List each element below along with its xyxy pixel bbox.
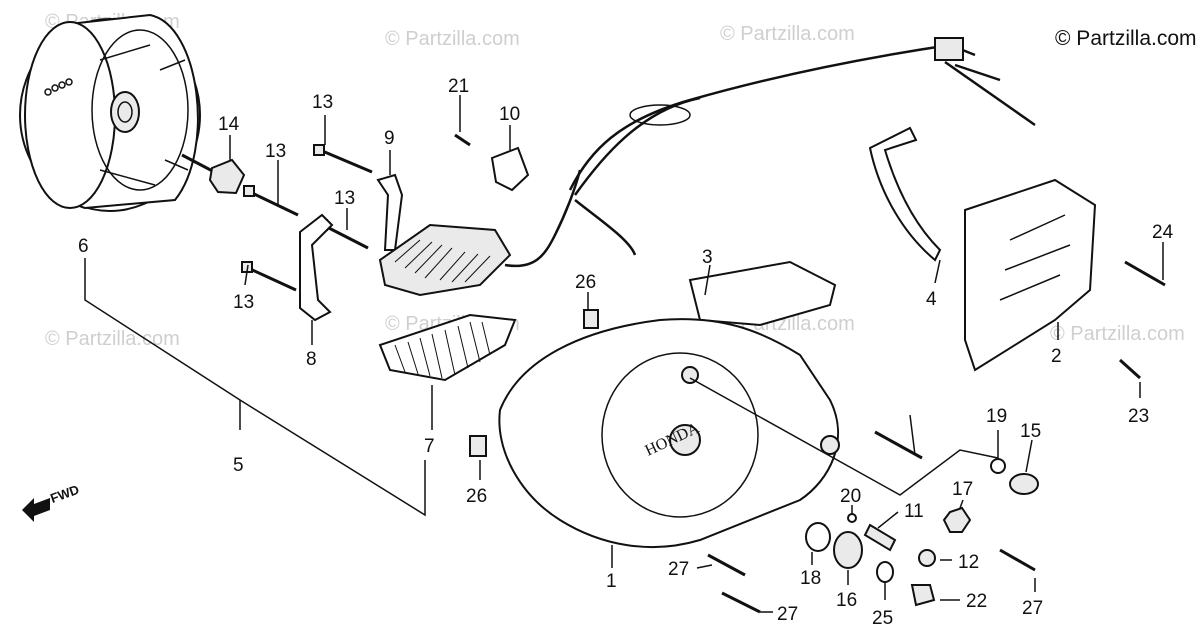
watermark: © Partzilla.com <box>45 328 180 350</box>
callout-12: 12 <box>958 552 979 573</box>
left-crankcase-cover: HONDA <box>498 318 840 549</box>
callout-24: 24 <box>1152 222 1174 243</box>
screw-21 <box>454 133 471 147</box>
callout-22: 22 <box>966 591 987 612</box>
wire-grommet <box>490 146 530 192</box>
callout-27: 27 <box>777 604 798 625</box>
small-parts <box>805 458 1039 607</box>
callout-1: 1 <box>606 571 617 592</box>
callout-15: 15 <box>1020 421 1041 442</box>
fwd-label: FWD <box>48 482 81 506</box>
callout-16: 16 <box>836 590 857 611</box>
callout-18: 18 <box>800 568 821 589</box>
callout-7: 7 <box>424 436 435 457</box>
watermark: © Partzilla.com <box>385 28 520 50</box>
callout-17: 17 <box>952 479 973 500</box>
forward-direction-indicator: FWD <box>22 482 81 522</box>
callout-26: 26 <box>466 486 487 507</box>
callout-27: 27 <box>1022 598 1043 619</box>
callout-27: 27 <box>668 559 689 580</box>
sprocket-cover <box>964 178 1097 372</box>
callout-11: 11 <box>904 501 924 522</box>
callout-13: 13 <box>265 141 286 162</box>
rotor-bolt <box>181 153 246 195</box>
cover-bracket <box>868 126 942 262</box>
flywheel-rotor <box>19 13 201 212</box>
callout-labels: 1 2 3 4 5 6 7 8 9 10 11 12 13 13 13 13 1… <box>78 76 1174 629</box>
callout-26: 26 <box>575 272 596 293</box>
watermark: © Partzilla.com <box>1050 323 1185 345</box>
pulse-generator-base <box>378 313 517 382</box>
wire-harness <box>568 37 1036 256</box>
callout-8: 8 <box>306 349 317 370</box>
watermark: © Partzilla.com <box>720 23 855 45</box>
arrow-left-icon <box>22 498 50 522</box>
stator-bracket <box>299 213 334 322</box>
callout-23: 23 <box>1128 406 1149 427</box>
stator-coil-assembly <box>378 169 582 297</box>
leader-lines <box>84 95 1164 613</box>
copyright-notice: © Partzilla.com <box>1055 27 1197 50</box>
callout-5: 5 <box>233 455 244 476</box>
callout-20: 20 <box>840 486 861 507</box>
callout-25: 25 <box>872 608 893 629</box>
callout-10: 10 <box>499 104 520 125</box>
callout-21: 21 <box>448 76 469 97</box>
callout-13: 13 <box>233 292 254 313</box>
callout-2: 2 <box>1051 346 1062 367</box>
callout-6: 6 <box>78 236 89 257</box>
callout-13: 13 <box>312 92 333 113</box>
callout-14: 14 <box>218 114 240 135</box>
callout-9: 9 <box>384 128 395 149</box>
callout-13: 13 <box>334 188 355 209</box>
callout-19: 19 <box>986 406 1007 427</box>
wire-clamp <box>376 173 404 251</box>
dowel-pins <box>469 309 599 457</box>
callout-3: 3 <box>702 247 713 268</box>
callout-4: 4 <box>926 289 937 310</box>
